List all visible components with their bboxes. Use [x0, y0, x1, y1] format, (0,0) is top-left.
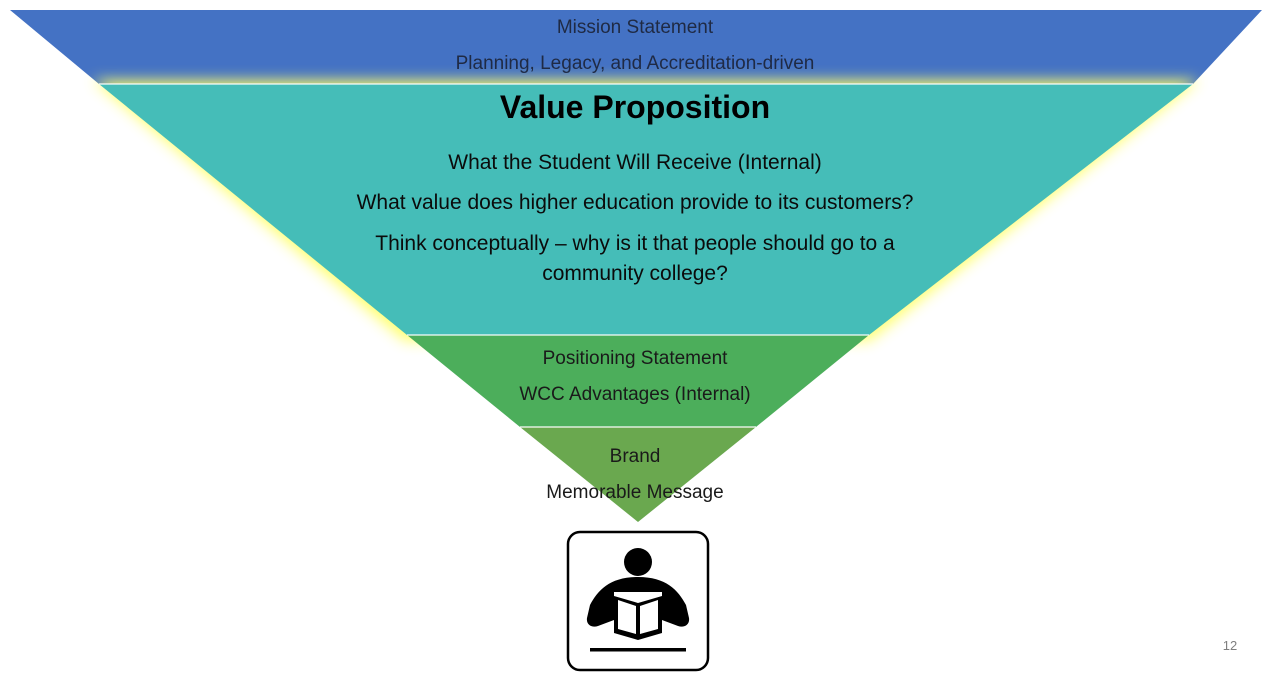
value-proposition-line: What value does higher education provide… [356, 191, 914, 214]
brand-tier [520, 427, 756, 522]
person-reading-icon [566, 530, 710, 672]
positioning-tier [407, 335, 869, 427]
positioning-title: Positioning Statement [542, 348, 728, 369]
positioning-subtitle: WCC Advantages (Internal) [519, 384, 751, 405]
mission-title: Mission Statement [556, 17, 714, 38]
value-proposition-line: Think conceptually – why is it that peop… [375, 232, 895, 255]
brand-subtitle: Memorable Message [546, 482, 724, 503]
value-proposition-title: Value Proposition [499, 89, 771, 125]
slide-number: 12 [1222, 638, 1238, 653]
brand-title: Brand [609, 446, 661, 467]
value-proposition-tier [99, 84, 1193, 335]
mission-tier [10, 10, 1262, 84]
value-proposition-line: community college? [542, 262, 728, 285]
mission-subtitle: Planning, Legacy, and Accreditation-driv… [455, 53, 815, 74]
value-proposition-line: What the Student Will Receive (Internal) [448, 151, 822, 174]
